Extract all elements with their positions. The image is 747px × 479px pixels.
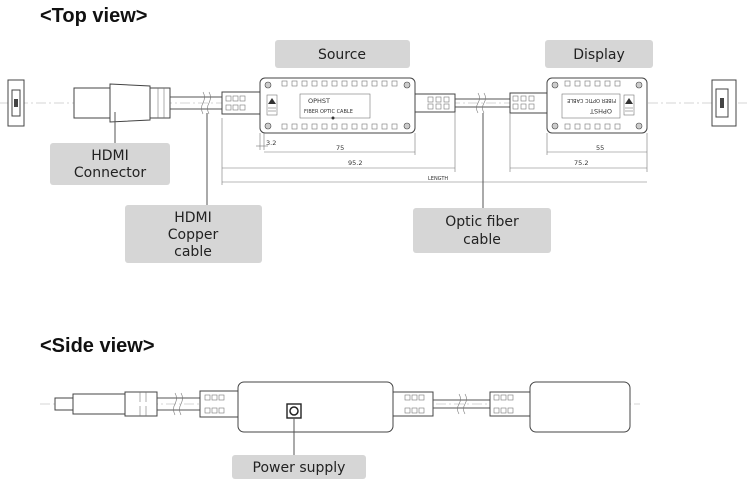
optic-fiber-line-1: Optic fiber	[445, 214, 519, 230]
hdmi-copper-line-2: Copper	[168, 227, 219, 243]
dim-55: 55	[596, 144, 604, 152]
dim-75: 75	[336, 144, 344, 152]
right-port-face	[711, 79, 737, 127]
top-view-heading: <Top view>	[40, 5, 147, 27]
fiber-cable-side	[433, 393, 490, 415]
source-label: Source	[275, 40, 410, 68]
display-label: Display	[545, 40, 653, 68]
source-right-strain-relief-side	[392, 391, 434, 417]
dim-length: LENGTH	[428, 176, 448, 182]
fiber-cable-top	[455, 92, 510, 114]
dimension-lines: 3.2 75 95.2 55 75.2 LENGTH	[221, 112, 648, 185]
hdmi-plug-side	[54, 391, 158, 417]
source-arrow-icon	[266, 94, 278, 116]
optic-fiber-cable-label: Optic fiber cable	[413, 113, 551, 253]
copper-cable-side	[157, 392, 200, 416]
display-vent-slots	[564, 80, 621, 130]
hdmi-copper-line-3: cable	[174, 244, 212, 260]
hdmi-connector-label: HDMI Connector	[50, 112, 170, 185]
hdmi-copper-line-1: HDMI	[174, 210, 212, 226]
left-port-face	[7, 79, 25, 127]
hdmi-connector-line-1: HDMI	[91, 148, 129, 164]
dim-3-2: 3.2	[266, 139, 276, 147]
display-module: OPHST FIBER OPTIC CABLE	[546, 77, 648, 134]
display-caption-text: FIBER OPTIC CABLE	[567, 97, 616, 103]
power-supply-label-text: Power supply	[253, 460, 346, 476]
hdmi-copper-cable-label: HDMI Copper cable	[125, 113, 262, 263]
display-model-text: OPHST	[590, 107, 612, 115]
source-caption-text: FIBER OPTIC CABLE	[304, 109, 353, 115]
power-supply-label: Power supply	[232, 418, 366, 479]
side-view-heading: <Side view>	[40, 335, 155, 357]
source-module: OPHST FIBER OPTIC CABLE	[259, 77, 416, 134]
display-arrow-icon	[623, 94, 635, 116]
source-strain-relief	[221, 91, 261, 115]
source-module-side	[237, 381, 394, 433]
hdmi-connector-line-2: Connector	[74, 165, 146, 181]
source-right-strain-relief	[414, 93, 456, 113]
dim-95-2: 95.2	[348, 159, 362, 167]
dim-75-2: 75.2	[574, 159, 588, 167]
display-strain-relief-side	[489, 391, 531, 417]
source-strain-relief-side	[199, 390, 239, 418]
display-module-side	[529, 381, 631, 433]
display-strain-relief	[509, 92, 548, 114]
display-label-text: Display	[573, 47, 625, 63]
source-vent-slots	[281, 80, 398, 130]
optic-fiber-line-2: cable	[463, 232, 501, 248]
source-label-text: Source	[318, 47, 366, 63]
copper-cable-top	[170, 91, 222, 115]
source-model-text: OPHST	[308, 97, 330, 105]
hdmi-plug-top	[73, 83, 171, 123]
